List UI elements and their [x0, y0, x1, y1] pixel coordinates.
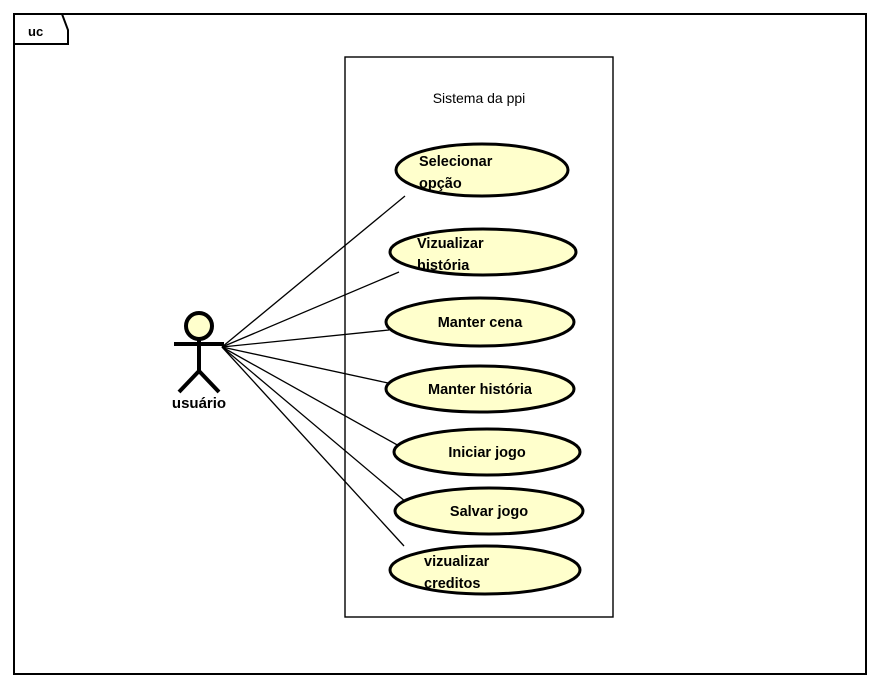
use-case-label-line-1: vizualizar [424, 554, 490, 570]
use-case-vizualizar-historia[interactable]: Vizualizar história [388, 227, 578, 277]
frame-border [13, 13, 867, 675]
use-case-ellipse[interactable] [393, 486, 585, 536]
use-case-ellipse[interactable] [384, 296, 576, 348]
use-case-ellipse[interactable] [392, 427, 582, 477]
use-case-ellipse[interactable] [388, 544, 582, 596]
association-line-vizualizar-historia [221, 271, 400, 348]
use-case-label-line-1: Salvar jogo [450, 504, 528, 520]
association-line-manter-historia [221, 346, 389, 384]
association-line-salvar-jogo [221, 346, 439, 530]
use-case-manter-cena[interactable]: Manter cena [384, 296, 576, 348]
use-case-label-line-1: Iniciar jogo [448, 445, 525, 461]
use-case-label-line-2: creditos [424, 576, 480, 592]
system-boundary-title: Sistema da ppi [433, 90, 526, 106]
actor-left-leg-line [177, 369, 201, 394]
association-line-vizualizar-creditos [221, 346, 405, 547]
use-case-label-line-2: história [417, 258, 470, 274]
use-case-selecionar-opcao[interactable]: Selecionar opção [394, 142, 570, 198]
frame-tab-shape [13, 13, 69, 45]
actor-usuario[interactable]: usuário [172, 311, 226, 412]
association-line-manter-cena [221, 329, 390, 348]
actor-right-leg-line [197, 369, 221, 394]
use-case-ellipse[interactable] [388, 227, 578, 277]
use-case-label-line-1: Manter história [428, 382, 533, 398]
use-case-label-line-1: Vizualizar [417, 236, 484, 252]
use-case-iniciar-jogo[interactable]: Iniciar jogo [392, 427, 582, 477]
use-case-label-line-1: Manter cena [438, 315, 524, 331]
use-case-manter-historia[interactable]: Manter história [384, 364, 576, 414]
use-case-ellipse[interactable] [394, 142, 570, 198]
use-case-ellipse[interactable] [384, 364, 576, 414]
use-case-salvar-jogo[interactable]: Salvar jogo [393, 486, 585, 536]
use-case-label-line-1: Selecionar [419, 154, 493, 170]
actor-label: usuário [172, 395, 226, 412]
frame-tab-label: uc [28, 24, 43, 39]
actor-head-icon [184, 311, 214, 341]
use-case-label-line-2: opção [419, 176, 462, 192]
uml-frame: uc [13, 13, 867, 675]
use-case-vizualizar-creditos[interactable]: vizualizar creditos [388, 544, 582, 596]
association-line-selecionar-opcao [221, 195, 406, 348]
